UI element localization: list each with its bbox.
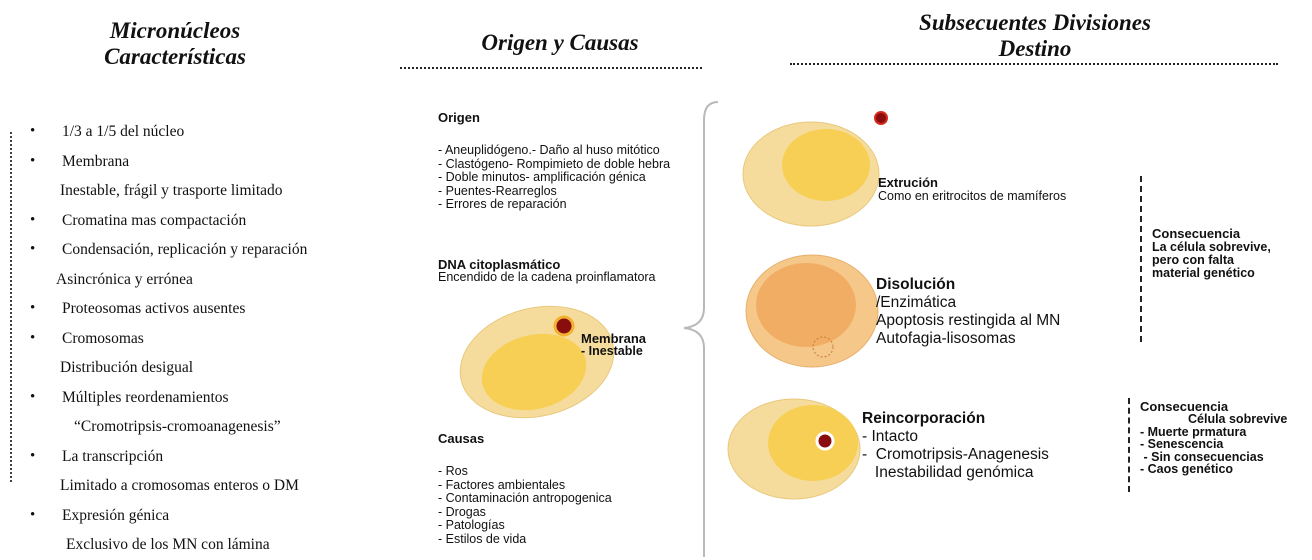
causas-item: - Drogas [438,506,612,520]
causas-item: - Patologías [438,519,612,533]
disolucion-line: Autofagia-lisosomas [876,330,1060,348]
membrana-text: - Inestable [581,345,643,359]
origen-item: - Errores de reparación [438,198,670,212]
origen-item: - Clastógeno- Rompimieto de doble hebra [438,158,670,172]
reincorporacion-line: - Cromotripsis-Anagenesis [862,446,1049,464]
reincorporacion-line: Inestabilidad genómica [862,464,1049,482]
reincorporacion-block: Reincorporación - Intacto - Cromotripsis… [862,410,1049,482]
causas-item: - Contaminación antropogenica [438,492,612,506]
bracket-shape [684,102,718,557]
consecuencia2-line: - Senescencia [1140,438,1287,451]
consecuencia1-dashed-line [1140,176,1142,342]
causas-item: - Ros [438,465,612,479]
extrusion-title: Extrución [878,176,938,190]
consecuencia1-title: Consecuencia [1152,227,1240,241]
consecuencia2-line: Célula sobrevive [1140,413,1287,426]
consecuencia2-dashed-line [1128,398,1130,492]
origen-item: - Puentes-Rearreglos [438,185,670,199]
consecuencia1-lines: La célula sobrevive, pero con falta mate… [1152,241,1271,280]
causas-item: - Factores ambientales [438,479,612,493]
causas-list: - Ros - Factores ambientales - Contamina… [438,465,612,546]
cell-reincorporacion [728,399,860,499]
dna-text: Encendido de la cadena proinflamatora [438,271,656,285]
consecuencia2-line: - Caos genético [1140,463,1287,476]
consecuencia2-lines: Célula sobrevive - Muerte prmatura - Sen… [1140,413,1287,476]
origen-item: - Aneuplidógeno.- Daño al huso mitótico [438,144,670,158]
reincorporacion-line: - Intacto [862,428,1049,446]
causas-title: Causas [438,432,484,446]
cell-membrana [448,291,625,434]
causas-item: - Estilos de vida [438,533,612,547]
disolucion-block: Disolución /Enzimática Apoptosis resting… [876,276,1060,348]
disolucion-title: Disolución [876,276,1060,294]
origen-item: - Doble minutos- amplificación génica [438,171,670,185]
origen-list: - Aneuplidógeno.- Daño al huso mitótico … [438,144,670,212]
consecuencia1-line: material genético [1152,267,1271,280]
disolucion-line: Apoptosis restingida al MN [876,312,1060,330]
cell-disolucion [746,255,878,367]
reincorporacion-title: Reincorporación [862,410,1049,428]
origen-title: Origen [438,111,480,125]
extrusion-text: Como en eritrocitos de mamíferos [878,190,1066,204]
cell-extrusion [743,112,887,226]
disolucion-line: /Enzimática [876,294,1060,312]
